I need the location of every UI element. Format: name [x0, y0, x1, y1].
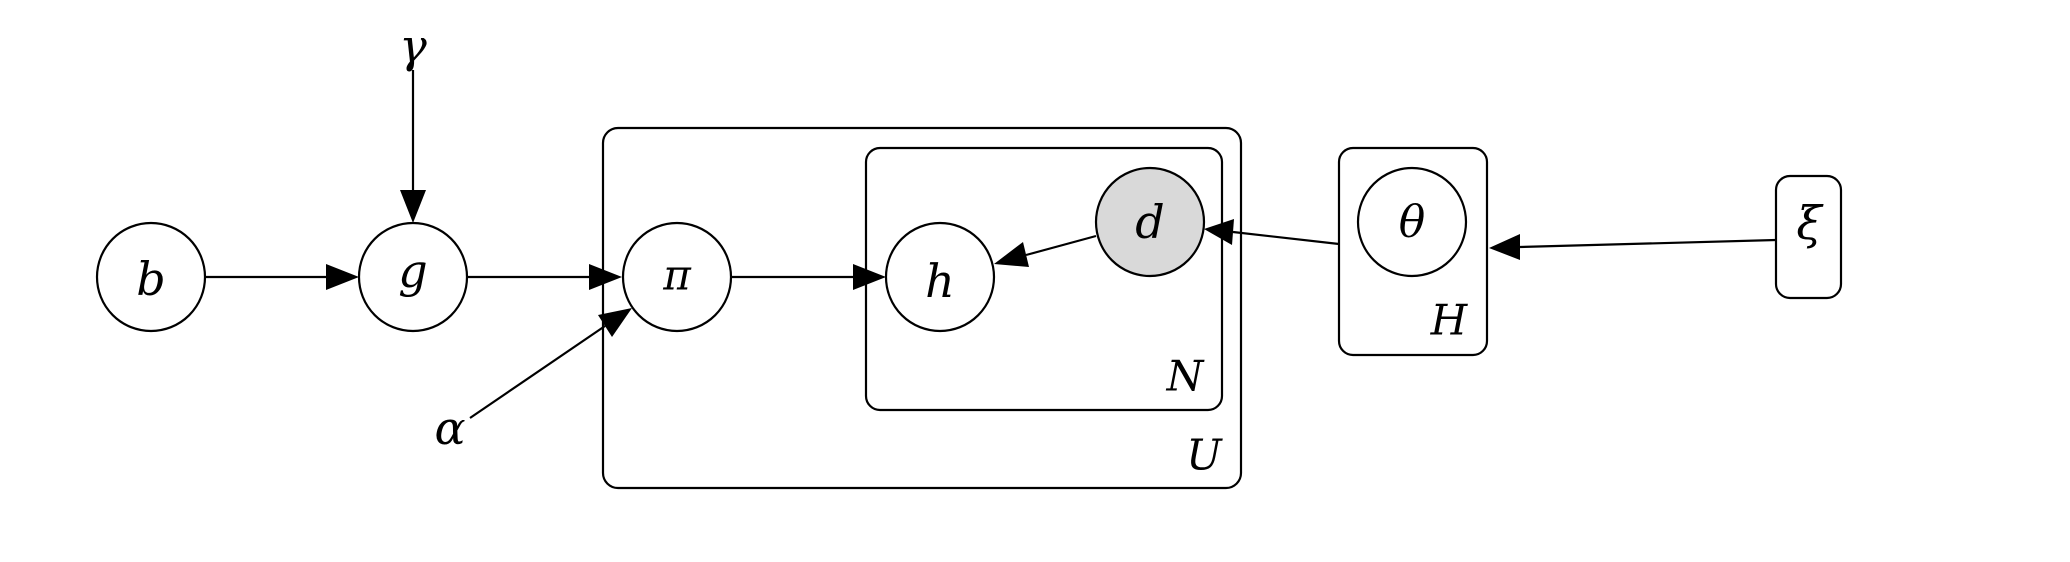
node-theta: [1356, 166, 1468, 278]
node-h: [884, 221, 996, 333]
edge-theta-d: [1232, 230, 1340, 246]
node-h-label: h: [925, 254, 955, 308]
node-pi: [621, 221, 733, 333]
hyperparam-gamma-label: γ: [399, 19, 427, 73]
edge-alpha-pi: [469, 325, 606, 419]
node-theta-label: θ: [1399, 197, 1426, 248]
node-xi-box: [1774, 174, 1843, 300]
edge-d-h: [1025, 234, 1097, 257]
node-b-label: b: [136, 252, 165, 306]
node-pi-label: π: [662, 251, 692, 300]
arrowhead-xi-theta: [1489, 234, 1520, 260]
node-b: [95, 221, 207, 333]
plate-H: [1337, 146, 1489, 357]
arrowhead-b-g: [326, 264, 359, 290]
arrowhead-alpha-pi: [598, 308, 632, 337]
plate-U-label: U: [1186, 431, 1223, 480]
arrowhead-theta-d: [1204, 219, 1234, 245]
arrowhead-d-h: [994, 242, 1029, 267]
node-xi-label: ξ: [1796, 196, 1824, 250]
plate-N-label: N: [1166, 352, 1205, 401]
arrowhead-gamma-g: [400, 190, 426, 223]
arrowhead-g-pi: [589, 264, 622, 290]
hyperparam-alpha-label: α: [434, 401, 465, 455]
node-g: [357, 221, 469, 333]
node-g-label: g: [398, 244, 427, 298]
node-d-label: d: [1135, 195, 1164, 249]
plate-H-label: H: [1430, 296, 1469, 345]
node-d: [1094, 166, 1206, 278]
arrowhead-pi-h: [853, 264, 886, 290]
plate-U: [601, 126, 1243, 490]
edge-xi-theta: [1519, 238, 1777, 249]
